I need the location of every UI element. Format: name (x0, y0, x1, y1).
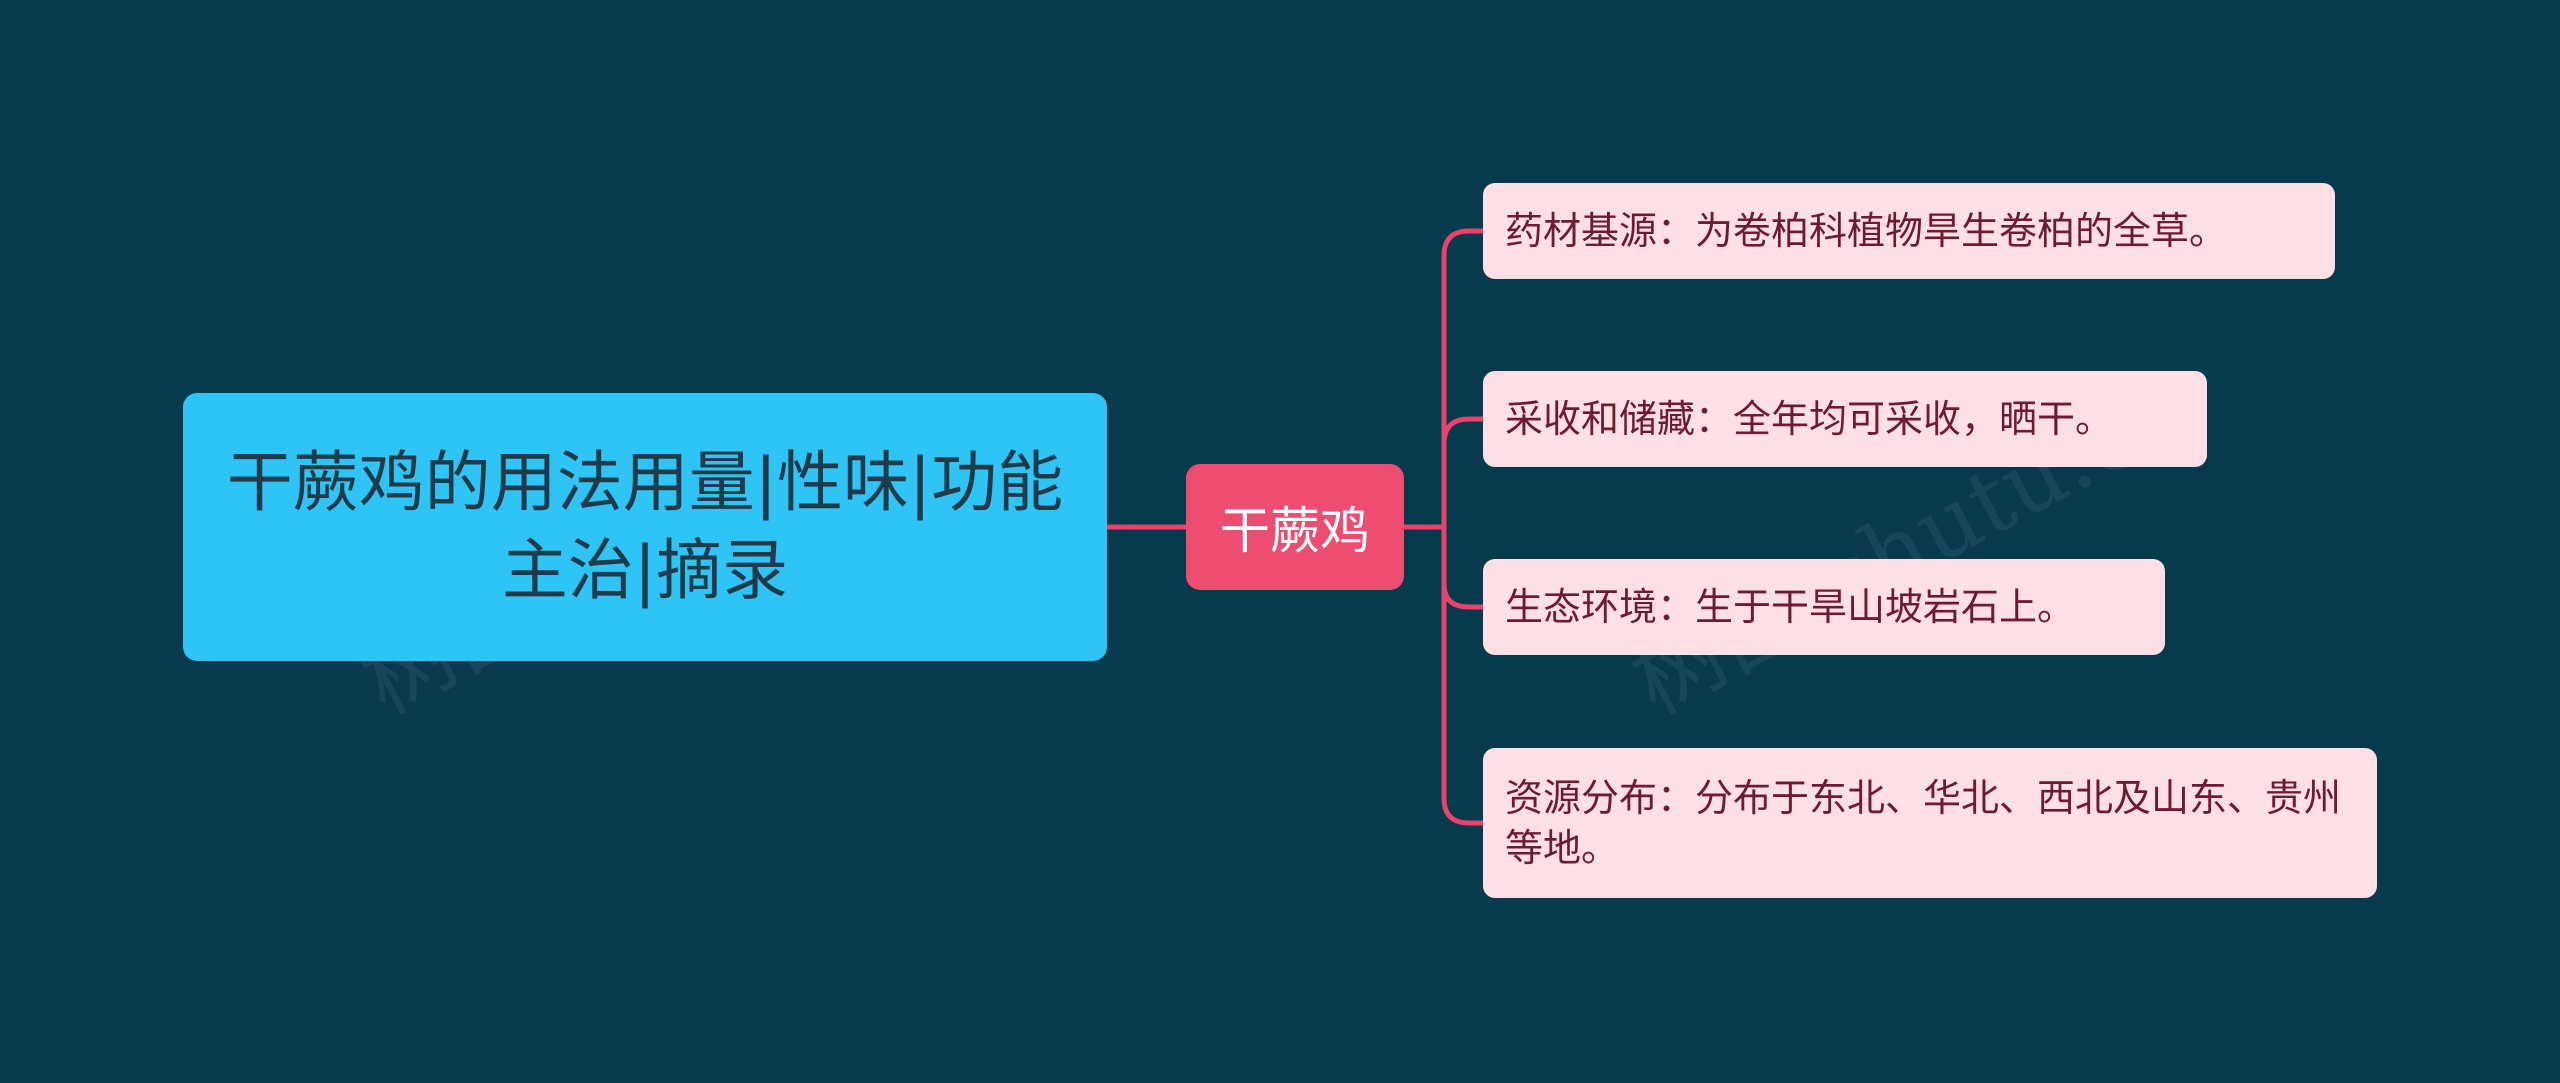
root-topic-label: 干蕨鸡的用法用量|性味|功能主治|摘录 (226, 444, 1064, 609)
branch-node-habitat[interactable]: 生态环境：生于干旱山坡岩石上。 (1483, 559, 2165, 655)
branch-label: 采收和储藏：全年均可采收，晒干。 (1505, 397, 2114, 441)
branch-node-harvest[interactable]: 采收和储藏：全年均可采收，晒干。 (1483, 371, 2207, 467)
branch-line-2 (1441, 416, 1483, 445)
root-topic[interactable]: 干蕨鸡的用法用量|性味|功能主治|摘录 (183, 393, 1107, 661)
branch-label: 药材基源：为卷柏科植物旱生卷柏的全草。 (1505, 209, 2228, 253)
branch-label: 资源分布：分布于东北、华北、西北及山东、贵州等地。 (1505, 776, 2342, 870)
branch-node-source[interactable]: 药材基源：为卷柏科植物旱生卷柏的全草。 (1483, 183, 2335, 279)
central-topic[interactable]: 干蕨鸡 (1186, 464, 1404, 590)
branch-line-1 (1441, 228, 1483, 257)
branch-label: 生态环境：生于干旱山坡岩石上。 (1505, 585, 2076, 629)
branch-line-3 (1441, 583, 1483, 610)
central-topic-label: 干蕨鸡 (1220, 502, 1370, 560)
branch-node-distribution[interactable]: 资源分布：分布于东北、华北、西北及山东、贵州等地。 (1483, 748, 2377, 898)
branch-line-4 (1441, 797, 1483, 826)
